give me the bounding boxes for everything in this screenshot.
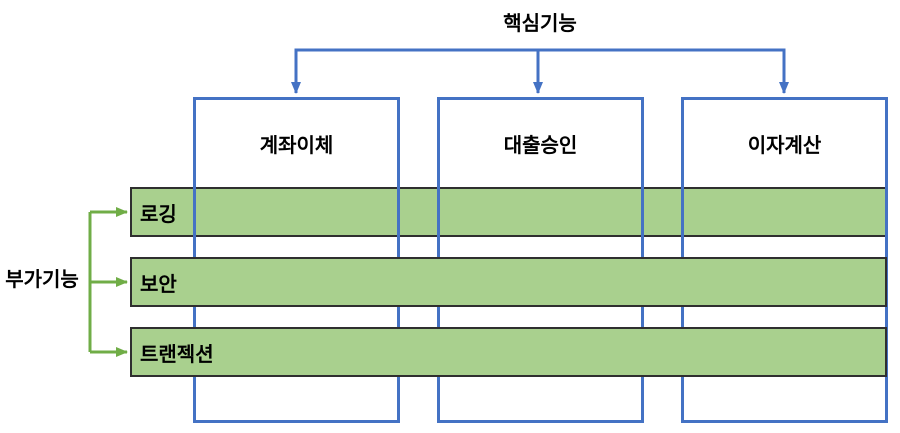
core-functions-label: 핵심기능 bbox=[503, 13, 577, 35]
core-module-label: 대출승인 bbox=[503, 135, 578, 157]
aspect-label: 로깅 bbox=[140, 203, 177, 226]
aux-functions-label: 부가기능 bbox=[5, 269, 79, 291]
aspect-bar-logging: 로깅 bbox=[130, 187, 887, 237]
aspect-label: 보안 bbox=[140, 273, 177, 296]
aspect-bar-transaction: 트랜젝션 bbox=[130, 327, 887, 377]
aspect-label: 트랜젝션 bbox=[140, 343, 214, 366]
aspect-bar-security: 보안 bbox=[130, 257, 887, 307]
core-module-label: 계좌이체 bbox=[259, 135, 334, 157]
core-module-label: 이자계산 bbox=[747, 135, 822, 157]
core-bracket bbox=[291, 48, 789, 94]
aux-bracket bbox=[88, 207, 128, 357]
